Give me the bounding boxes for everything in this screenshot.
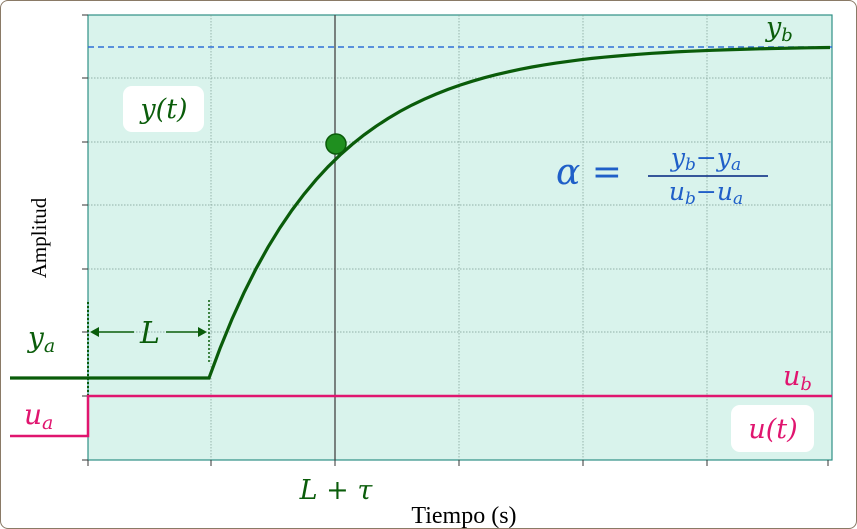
formula-denominator: ub−ua [669,177,743,209]
formula-lhs: α = [556,152,622,193]
ya-label: ya [26,321,55,357]
formula-numerator: yb−ya [670,143,741,175]
ub-label: ub [783,361,812,395]
output-label-box [123,86,204,132]
x-tick-label-l-plus-tau: L + τ [299,475,374,506]
input-label-box [731,405,814,452]
y-axis-label: Amplitud [27,197,51,278]
alpha-formula: α = yb−ya ub−ua [556,143,768,209]
yb-label: yb [765,12,793,46]
time-constant-point [325,133,347,155]
output-label: y(t) [139,94,187,125]
ua-label: ua [24,398,53,434]
output-response-curve [10,45,831,380]
axis-ticks [82,14,829,466]
input-label: u(t) [748,414,797,445]
x-axis-label: Tiempo (s) [411,503,516,529]
input-signal-line [10,394,832,438]
delay-label: L [139,316,160,351]
plot-area [87,14,833,461]
delay-arrow [90,327,207,337]
